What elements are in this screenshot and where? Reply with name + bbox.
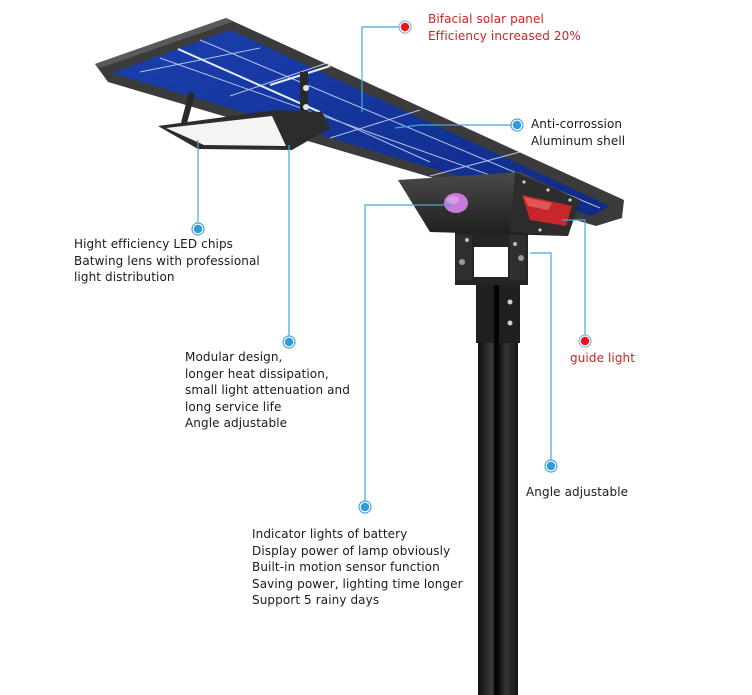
callout-battery-indicator: Indicator lights of battery Display powe… (252, 527, 463, 607)
callout-dot-modular (282, 335, 296, 349)
callout-anti-corrosion-shell: Anti-corrossion Aluminum shell (531, 117, 626, 148)
callout-dot-angle-adjustable (544, 459, 558, 473)
callout-dot-led-chips (191, 222, 205, 236)
callout-dot-battery-indicator (358, 500, 372, 514)
callout-guide-light: guide light (570, 351, 636, 365)
callout-dot-bifacial (398, 20, 412, 34)
callout-bifacial-solar-panel: Bifacial solar panel Efficiency increase… (428, 12, 581, 43)
callout-lines (197, 26, 586, 507)
callout-modular-design: Modular design, longer heat dissipation,… (185, 350, 350, 430)
led-light-head (158, 72, 330, 150)
angle-adjust-bracket (455, 232, 528, 285)
lamp-pole (476, 283, 520, 695)
callout-dot-guide-light (578, 334, 592, 348)
callout-led-chips: Hight efficiency LED chips Batwing lens … (74, 237, 260, 284)
callout-angle-adjustable: Angle adjustable (526, 485, 629, 499)
callout-dot-anti-corrosion (510, 118, 524, 132)
